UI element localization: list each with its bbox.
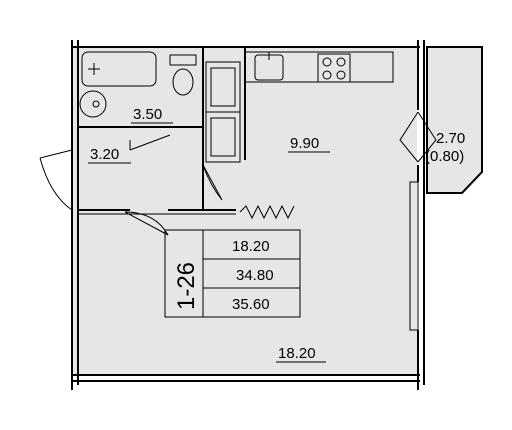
hall-door xyxy=(124,211,169,236)
hall-area-label: 3.20 xyxy=(90,146,119,163)
kitchen-area-label: 9.90 xyxy=(290,135,319,152)
bathroom-door xyxy=(129,134,171,151)
unit-total-with-balcony: 35.60 xyxy=(232,296,270,313)
balcony-door xyxy=(399,111,437,163)
stove-icon xyxy=(317,53,351,83)
balcony-floor xyxy=(427,47,482,193)
toilet-icon xyxy=(169,54,197,96)
balcony-reduced-area-label: (0.80) xyxy=(425,148,464,165)
balcony-window xyxy=(409,181,419,331)
unit-total-area: 34.80 xyxy=(236,267,274,284)
kitchen-hall-door xyxy=(202,164,223,201)
entrance-door xyxy=(39,149,73,211)
unit-living-area: 18.20 xyxy=(232,238,270,255)
floor-fills xyxy=(72,47,482,375)
outer-walls xyxy=(71,40,425,390)
balcony-area-label: 2.70 xyxy=(436,130,465,147)
washbasin-icon xyxy=(79,90,107,118)
wardrobe xyxy=(205,61,241,163)
radiator-icon xyxy=(239,204,295,220)
label-underlines xyxy=(88,122,330,363)
bathroom-area-label: 3.50 xyxy=(133,106,162,123)
plan-code: 1-26 xyxy=(173,262,200,310)
unit-info-box xyxy=(164,229,301,318)
bathtub-icon xyxy=(81,51,157,87)
balcony-outline xyxy=(426,46,483,194)
living-area-label: 18.20 xyxy=(278,345,316,362)
